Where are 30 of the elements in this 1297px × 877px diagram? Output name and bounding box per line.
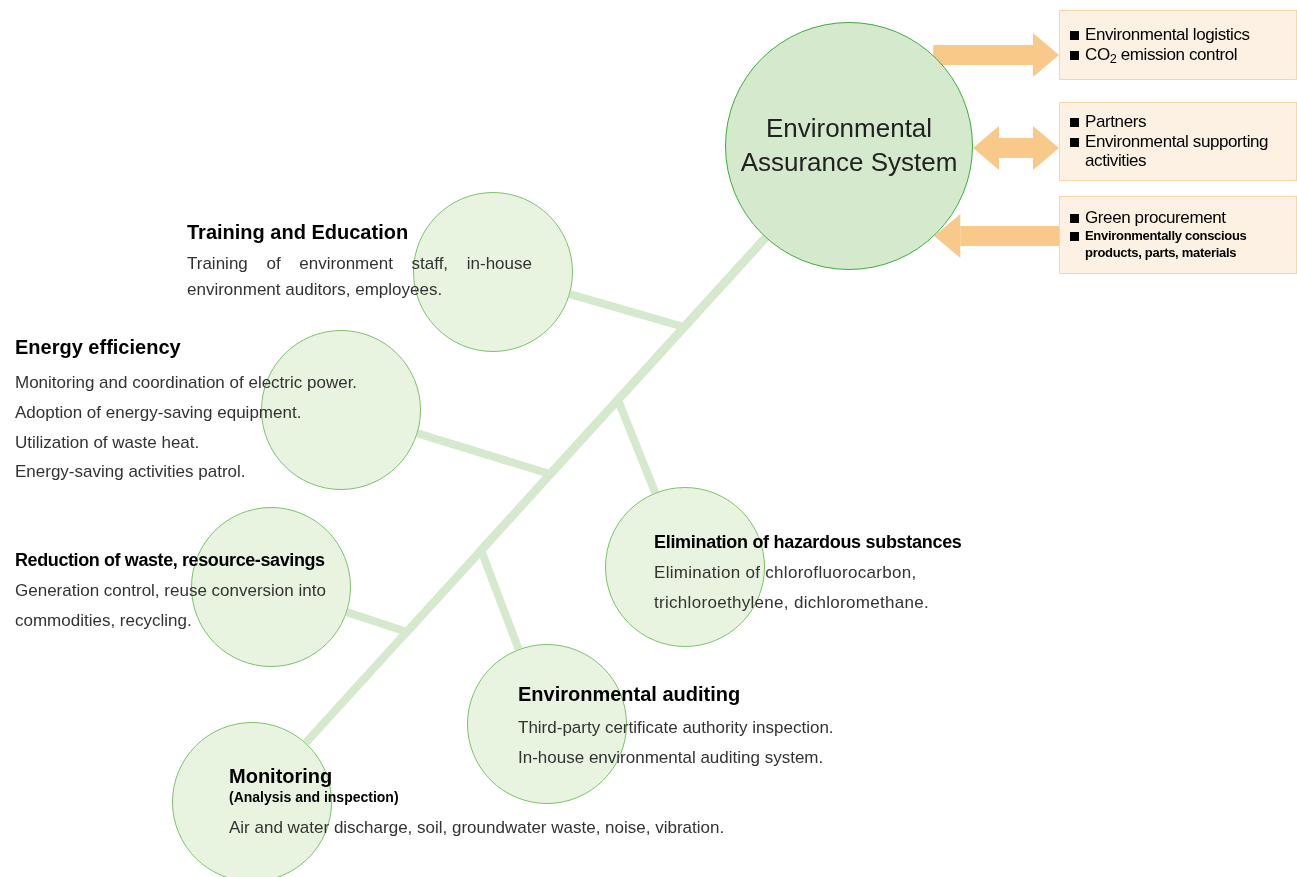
body-text: Adoption of energy-saving equipment. [15,401,302,424]
block-arrow [933,33,1059,77]
body-text: In-house environmental auditing system. [518,746,824,769]
body-text: Training of environment staff, in-house environment auditors, employees. [187,253,532,301]
bullet-text: CO$_{2}$ emission control [1085,45,1238,65]
info-box [1059,196,1297,274]
heading-text: Environmental auditing [518,682,741,707]
body-text: Elimination of chlorofluorocarbon, trichloroethylene, dichloromethane. [654,562,931,614]
body-text: Generation control, reuse conversion into commodities, recycling. [15,580,327,632]
heading-text: Energy efficiency [15,335,181,360]
body-text: Air and water discharge, soil, groundwater waste, noise, vibration. [229,816,725,839]
heading-text: Monitoring [229,764,333,789]
info-box [1059,102,1297,181]
subheading-text: (Analysis and inspection) [229,789,399,807]
heading-text: Training and Education [187,220,409,245]
bullet-text: Green procurement [1085,208,1226,228]
block-arrow [934,214,1059,258]
heading-text: Reduction of waste, resource-savings [15,549,325,572]
bullet-text: Environmental supporting activities [1085,131,1270,171]
body-text: Monitoring and coordination of electric power. [15,372,358,394]
body-text: Third-party certificate authority inspection. [518,717,834,739]
bullet-text: Environmental logistics [1085,25,1250,45]
info-box [1059,10,1297,80]
block-arrow [973,126,1059,170]
bullet-text: Environmentally conscious products, parts, materials [1085,227,1248,262]
heading-text: Elimination of hazardous substances [654,531,962,554]
title-text: Environmental Assurance System [739,112,959,179]
body-text: Energy-saving activities patrol. [15,461,246,484]
body-text: Utilization of waste heat. [15,431,200,454]
bullet-text: Partners [1085,112,1147,132]
